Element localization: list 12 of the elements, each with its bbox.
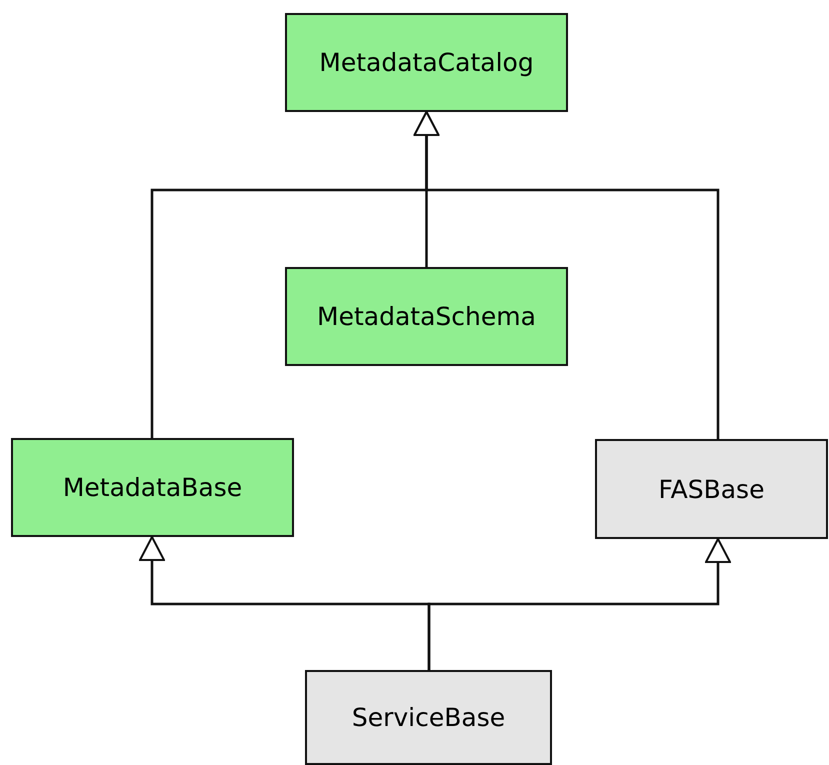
class-name: ServiceBase: [352, 703, 506, 732]
class-box: [285, 13, 568, 112]
inheritance-arrow: [428, 538, 731, 670]
class-box: [11, 438, 294, 537]
class-box: [595, 439, 828, 539]
class-box: [285, 267, 568, 366]
class-name: FASBase: [658, 474, 764, 504]
class-box: [305, 670, 552, 765]
class-name: MetadataCatalog: [319, 48, 534, 77]
class-name: MetadataBase: [62, 473, 242, 502]
inheritance-arrow: [414, 111, 720, 439]
class-name: MetadataSchema: [317, 302, 536, 331]
